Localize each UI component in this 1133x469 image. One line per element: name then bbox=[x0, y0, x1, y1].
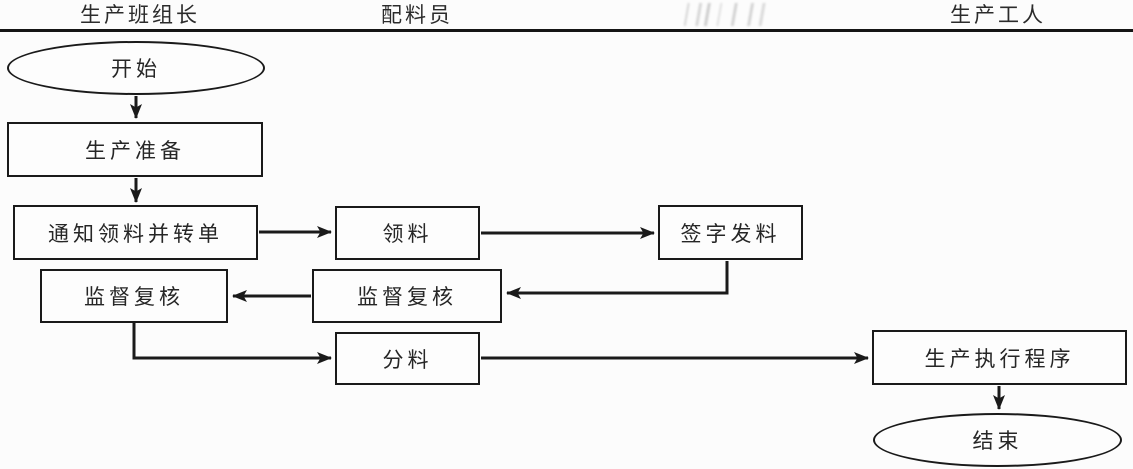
node-supervise-review-mid: 监督复核 bbox=[312, 269, 502, 323]
node-end-ellipse: 结束 bbox=[873, 413, 1122, 467]
lane-header-material-preparer: 配料员 bbox=[381, 3, 453, 27]
node-distribute-material: 分料 bbox=[335, 332, 480, 385]
lane-header-production-worker: 生产工人 bbox=[950, 3, 1046, 27]
arrow-sign-to-supervise-mid bbox=[506, 261, 729, 299]
node-production-preparation: 生产准备 bbox=[7, 122, 263, 177]
node-pick-material: 领料 bbox=[335, 206, 480, 260]
node-sign-and-issue: 签字发料 bbox=[658, 205, 803, 260]
node-supervise-review-left: 监督复核 bbox=[40, 269, 228, 323]
node-production-execution: 生产执行程序 bbox=[872, 330, 1127, 385]
node-notify-pick-and-transfer: 通知领料并转单 bbox=[13, 205, 258, 260]
lane-header-illegible-faded bbox=[682, 3, 774, 26]
arrow-supervise-left-to-distribute bbox=[132, 323, 332, 364]
lane-header-team-leader: 生产班组长 bbox=[80, 3, 200, 27]
node-start-ellipse: 开始 bbox=[7, 41, 265, 95]
header-divider-line bbox=[0, 29, 1133, 32]
